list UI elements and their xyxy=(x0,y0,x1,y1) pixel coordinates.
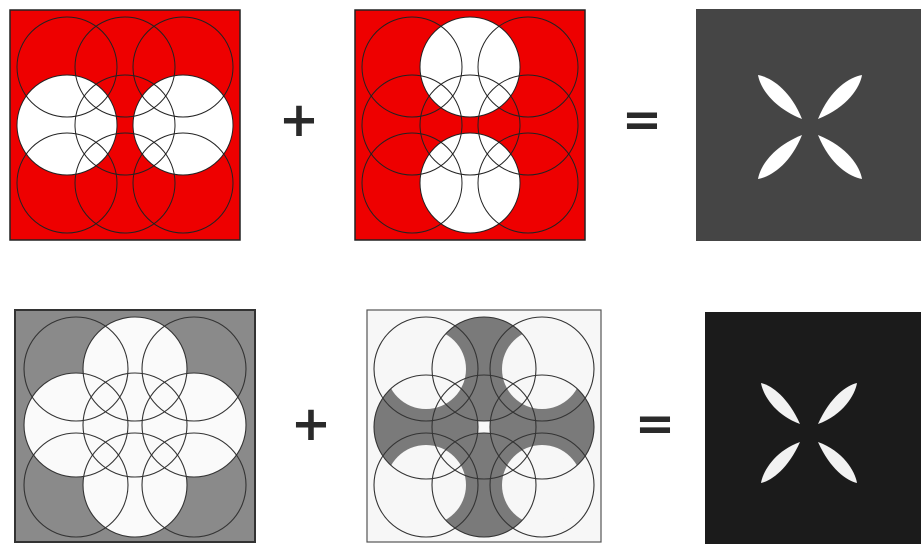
row1-circle-pattern-horizontal xyxy=(9,9,241,241)
row1-petal-result xyxy=(696,9,921,241)
row2-circle-pattern-diagonal xyxy=(366,309,602,543)
row2-panel-a xyxy=(14,309,256,543)
row2-circle-pattern-cross xyxy=(14,309,256,543)
row2-result-panel xyxy=(705,312,921,544)
row2-equals-sign: = xyxy=(634,396,676,452)
row1-result-panel xyxy=(696,9,921,241)
row2-panel-b xyxy=(366,309,602,543)
row2-petal-result xyxy=(705,312,921,544)
row1-panel-a xyxy=(9,9,241,241)
row1-circle-pattern-vertical xyxy=(354,9,586,241)
row1-equals-sign: = xyxy=(621,92,663,148)
row1-panel-b xyxy=(354,9,586,241)
row1-plus-sign: + xyxy=(278,92,320,148)
row2-plus-sign: + xyxy=(290,396,332,452)
